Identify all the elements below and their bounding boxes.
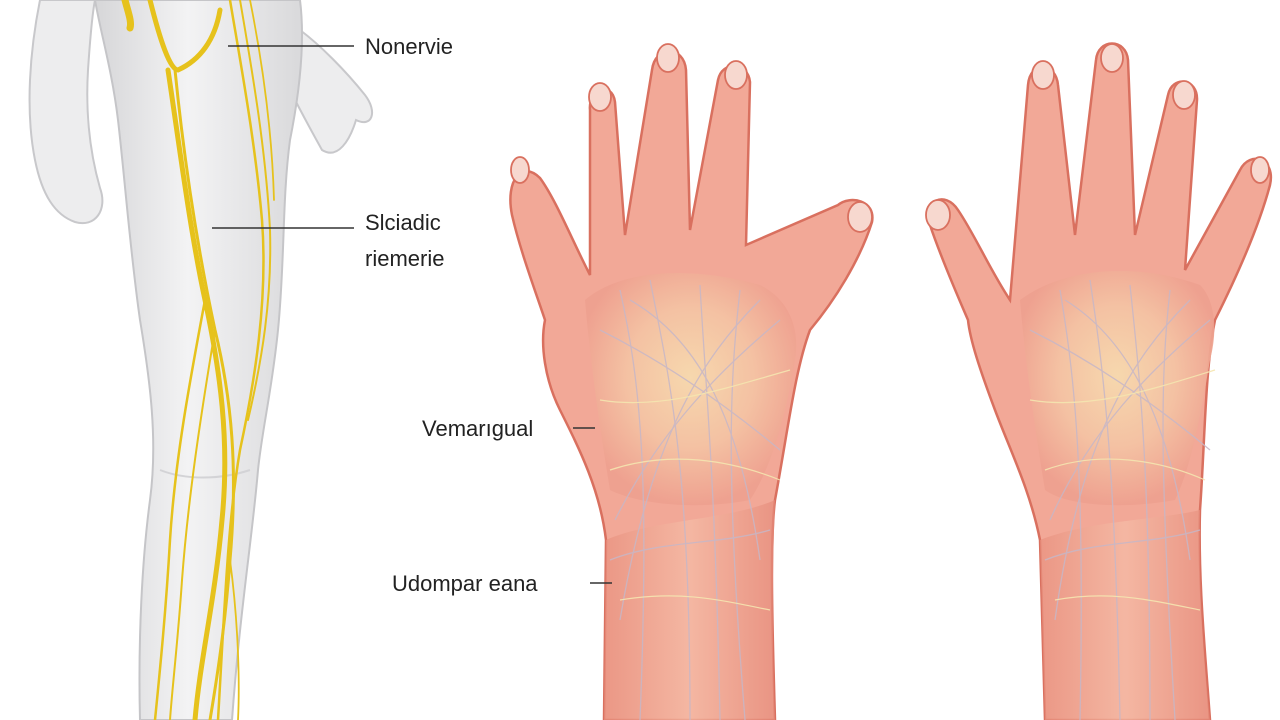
left-hand-icon bbox=[509, 43, 874, 720]
leg-figure-icon bbox=[28, 0, 374, 720]
label-hand-upper: Vemarıgual bbox=[422, 416, 533, 441]
label-sciatic-line2: riemerie bbox=[365, 246, 444, 271]
label-nerve: Nonervie bbox=[365, 34, 453, 59]
label-hand-lower: Udompar eana bbox=[392, 571, 538, 596]
sciatic-nerve-paths bbox=[121, 0, 275, 720]
label-sciatic-line1: Slciadic bbox=[365, 210, 441, 235]
right-hand-icon bbox=[925, 42, 1273, 720]
callout-lines bbox=[212, 45, 612, 584]
